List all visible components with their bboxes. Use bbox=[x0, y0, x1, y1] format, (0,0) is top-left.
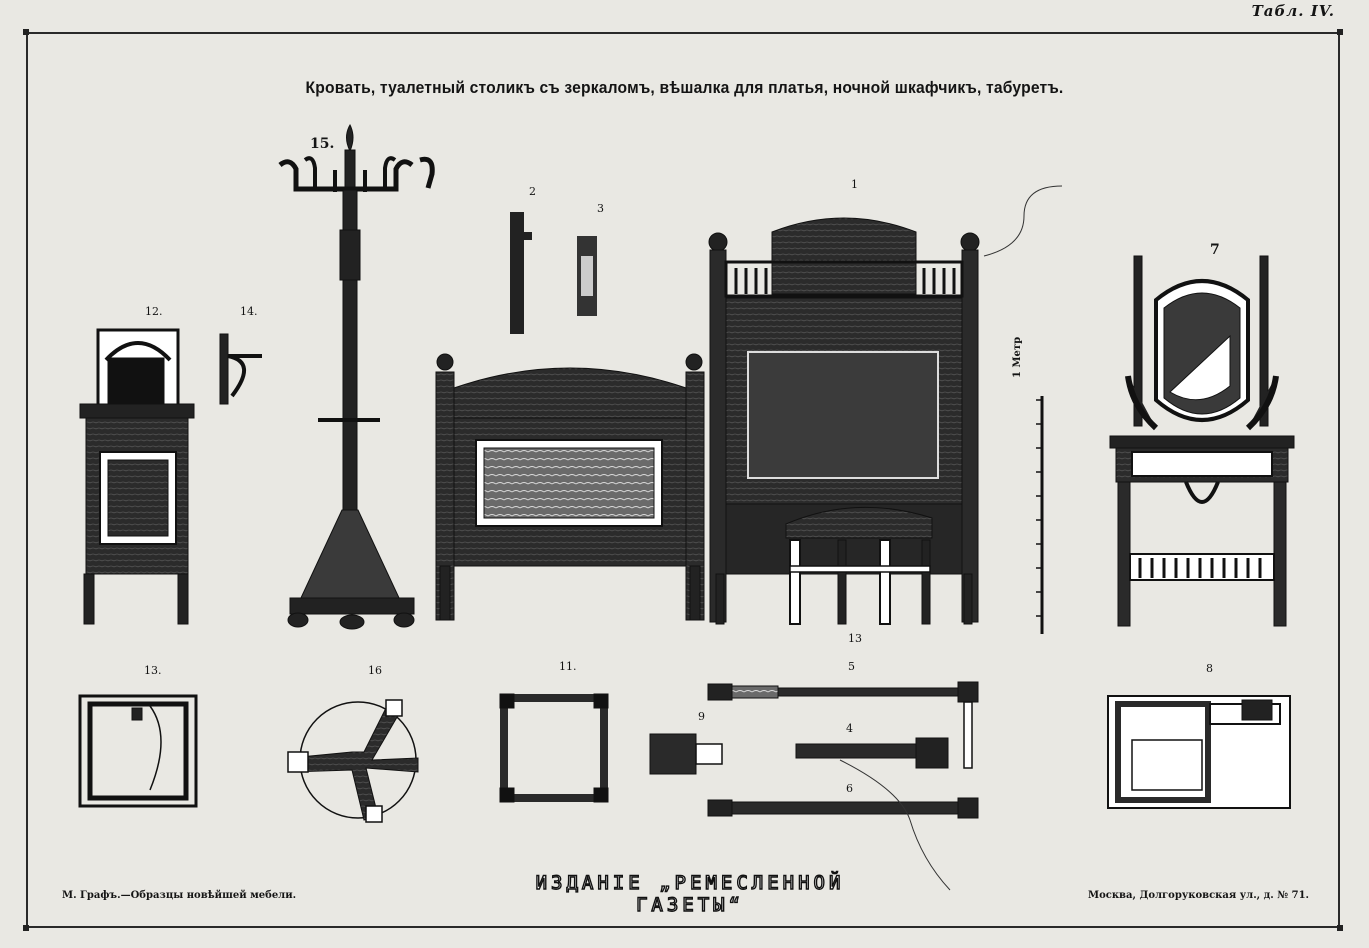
figure-number-13-plan: 13. bbox=[144, 664, 162, 677]
frame-corner-mark bbox=[1337, 29, 1343, 35]
coat-rack-drawing bbox=[278, 123, 435, 630]
bracket-drawing bbox=[219, 333, 262, 405]
plate-border-frame bbox=[26, 32, 1340, 928]
figure-number-3: 3 bbox=[597, 202, 604, 215]
rail-sections-drawing bbox=[649, 681, 979, 819]
night-stand-plan-drawing bbox=[78, 694, 198, 808]
footer-publisher-title: ИЗДАНІЕ „РЕМЕСЛЕННОЙ ГАЗЕТЫ“ bbox=[535, 871, 845, 916]
dressing-table-plan-drawing bbox=[1107, 695, 1291, 809]
figure-number-16: 16 bbox=[368, 664, 382, 677]
frame-corner-mark bbox=[1337, 925, 1343, 931]
stool-plan-drawing bbox=[287, 699, 419, 823]
plate-title: Кровать, туалетный столикъ съ зеркаломъ,… bbox=[305, 78, 1064, 97]
stray-ink-line bbox=[839, 759, 951, 891]
scale-bar-label: 1 Метр bbox=[1012, 336, 1023, 378]
stray-ink-line bbox=[983, 185, 1063, 257]
footer-author-credit: М. Графъ.—Образцы новѣйшей мебели. bbox=[62, 890, 297, 901]
figure-number-1: 1 bbox=[851, 178, 858, 191]
frame-corner-mark bbox=[23, 925, 29, 931]
frame-corner-mark bbox=[23, 29, 29, 35]
frame-plan-drawing bbox=[499, 693, 609, 803]
night-stand-drawing bbox=[79, 328, 195, 625]
figure-number-8: 8 bbox=[1206, 662, 1213, 675]
figure-number-13: 13 bbox=[848, 632, 862, 645]
figure-number-5: 5 bbox=[848, 660, 855, 673]
figure-number-6: 6 bbox=[846, 782, 853, 795]
bed-footboard-drawing bbox=[435, 353, 705, 621]
dressing-table-drawing bbox=[1109, 255, 1295, 627]
figure-number-9: 9 bbox=[698, 710, 705, 723]
figure-number-11: 11. bbox=[559, 660, 577, 673]
figure-number-14: 14. bbox=[240, 305, 258, 318]
figure-number-15: 15. bbox=[310, 136, 335, 152]
figure-number-7: 7 bbox=[1210, 242, 1220, 258]
stool-drawing bbox=[785, 506, 933, 625]
figure-number-2: 2 bbox=[529, 185, 536, 198]
scale-bar-drawing bbox=[1036, 396, 1044, 634]
figure-number-4: 4 bbox=[846, 722, 853, 735]
profile-section-drawing bbox=[510, 212, 597, 334]
footer-address: Москва, Долгоруковская ул., д. № 71. bbox=[1088, 890, 1310, 901]
figure-number-12: 12. bbox=[145, 305, 163, 318]
plate-number: Табл. IV. bbox=[1251, 2, 1335, 20]
